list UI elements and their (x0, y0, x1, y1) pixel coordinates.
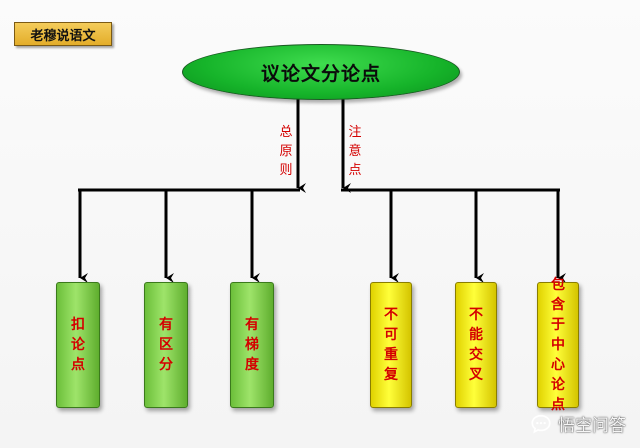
author-badge: 老穆说语文 (14, 22, 112, 46)
right-node-2: 不能交叉 (455, 282, 497, 408)
right-node-3-label: 包含于中心论点 (551, 277, 565, 413)
branch-label-principles: 总原则 (279, 125, 293, 178)
left-node-1: 扣论点 (56, 282, 100, 408)
branch-label-cautions: 注意点 (348, 125, 362, 178)
right-node-3: 包含于中心论点 (537, 277, 579, 413)
author-badge-label: 老穆说语文 (30, 28, 96, 44)
left-node-2: 有区分 (144, 282, 188, 408)
root-node: 议论文分论点 (182, 44, 460, 100)
right-node-2-label: 不能交叉 (469, 307, 483, 383)
right-node-1-label: 不可重复 (384, 307, 398, 383)
left-node-3: 有梯度 (230, 282, 274, 408)
left-node-1-label: 扣论点 (71, 317, 85, 373)
root-node-label: 议论文分论点 (260, 62, 381, 85)
chat-bubble-icon (531, 414, 551, 433)
left-node-3-label: 有梯度 (245, 317, 259, 373)
left-node-2-label: 有区分 (159, 317, 173, 373)
watermark-text: 悟空问答 (558, 416, 626, 436)
watermark: 悟空问答 (530, 411, 626, 436)
right-node-1: 不可重复 (370, 282, 412, 408)
